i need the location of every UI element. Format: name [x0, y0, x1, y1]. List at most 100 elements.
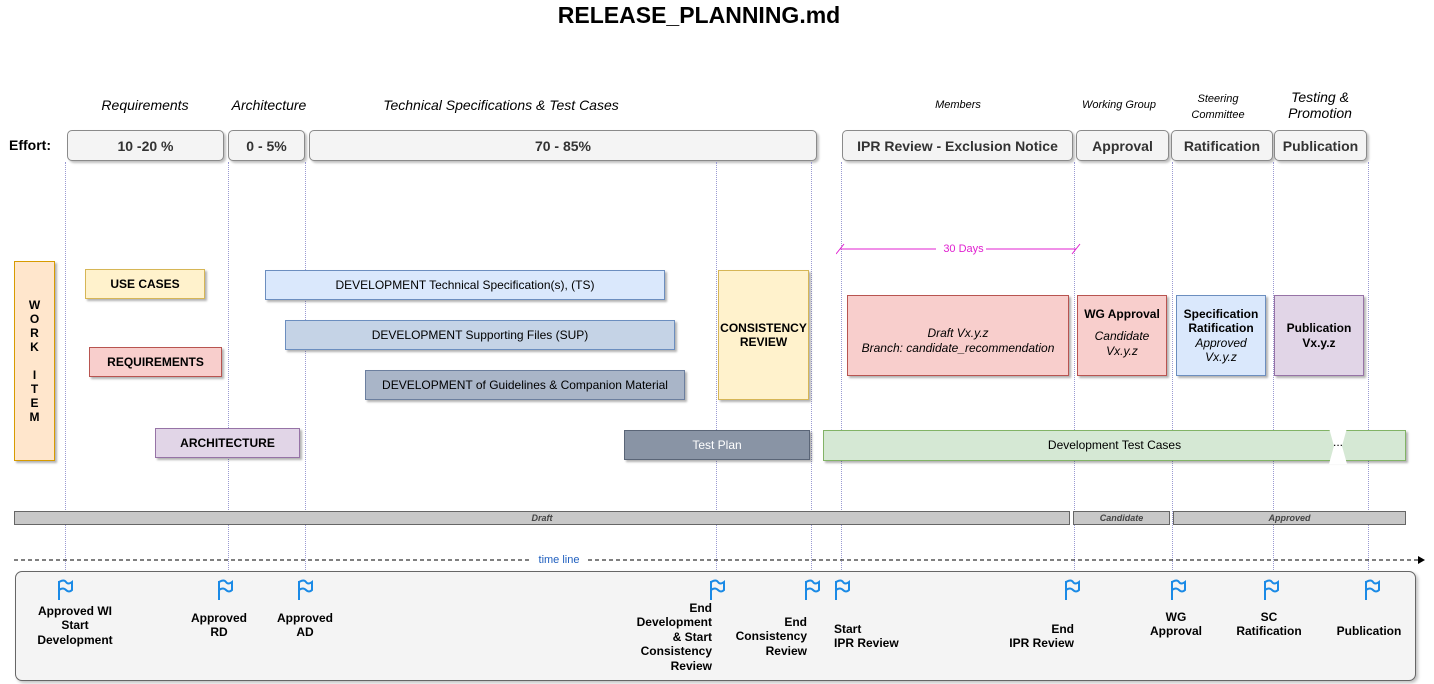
- dev-technical-specification-box: DEVELOPMENT Technical Specification(s), …: [265, 270, 665, 300]
- guide-line: [1074, 162, 1075, 570]
- use-cases-box: USE CASES: [85, 269, 205, 299]
- page-title: RELEASE_PLANNING.md: [557, 2, 841, 28]
- phase-technical-specifications: Technical Specifications & Test Cases: [383, 97, 619, 113]
- flag-icon: [298, 579, 313, 600]
- milestone-approved-rd: Approved RD: [184, 611, 254, 640]
- effort-publication: Publication: [1274, 130, 1367, 161]
- effort-requirements: 10 -20 %: [67, 130, 224, 161]
- work-item-letter: I: [32, 368, 37, 382]
- milestone-end-consistency-review: End Consistency Review: [717, 615, 807, 658]
- break-marker: [1329, 428, 1347, 464]
- milestone-line: Review: [765, 643, 807, 658]
- guide-line: [1172, 162, 1173, 570]
- guide-line: [1368, 162, 1369, 570]
- spec-ratification-box: Specification Ratification Approved Vx.y…: [1176, 295, 1266, 376]
- flag-icon: [1065, 579, 1080, 600]
- thirty-days-arrow: [836, 243, 1081, 255]
- flag-icon: [58, 579, 73, 600]
- publication-title: Publication: [1286, 321, 1352, 336]
- milestone-line: Ratification: [1236, 624, 1302, 639]
- work-item-letter: W: [28, 298, 41, 312]
- guide-line: [841, 162, 842, 570]
- status-approved: Approved: [1173, 511, 1406, 525]
- timeline-label: time line: [532, 554, 586, 566]
- milestone-sc-ratification: SC Ratification: [1229, 610, 1309, 639]
- milestone-line: End: [1051, 622, 1074, 636]
- work-item-letter: O: [29, 312, 40, 326]
- milestone-line: RD: [210, 625, 228, 640]
- dev-supporting-files-box: DEVELOPMENT Supporting Files (SUP): [285, 320, 675, 350]
- wg-approval-box: WG Approval Candidate Vx.y.z: [1077, 295, 1167, 376]
- milestone-approved-wi: Approved WI Start Development: [25, 604, 125, 647]
- draft-branch: Branch: candidate_recommendation: [861, 340, 1055, 355]
- milestone-line: Start: [61, 618, 89, 633]
- guide-line: [228, 162, 229, 570]
- flag-icon: [1171, 579, 1186, 600]
- spec-ratification-sub: Vx.y.z: [1205, 349, 1237, 364]
- status-draft: Draft: [14, 511, 1070, 525]
- phase-members: Members: [935, 99, 981, 111]
- phase-requirements: Requirements: [101, 97, 189, 113]
- dev-guidelines-box: DEVELOPMENT of Guidelines & Companion Ma…: [365, 370, 685, 400]
- flag-icon: [835, 579, 850, 600]
- publication-box: Publication Vx.y.z: [1274, 295, 1364, 376]
- milestone-line: Consistency: [640, 644, 712, 659]
- timeline-arrow: [14, 556, 1425, 564]
- effort-ratification: Ratification: [1171, 130, 1273, 161]
- milestone-line: Consistency: [735, 629, 807, 644]
- test-plan-box: Test Plan: [624, 430, 810, 460]
- status-candidate: Candidate: [1073, 511, 1170, 525]
- flag-icon: [1365, 579, 1380, 600]
- milestone-publication: Publication: [1329, 624, 1409, 638]
- milestone-approved-ad: Approved AD: [270, 611, 340, 640]
- milestone-line: AD: [296, 625, 314, 640]
- architecture-box: ARCHITECTURE: [155, 428, 300, 458]
- phase-architecture: Architecture: [231, 97, 307, 113]
- flag-icon: [1264, 579, 1279, 600]
- effort-architecture: 0 - 5%: [228, 130, 305, 161]
- guide-line: [716, 162, 717, 570]
- guide-line: [305, 162, 306, 570]
- guide-line: [1273, 162, 1274, 570]
- milestone-line: Approved WI: [38, 604, 112, 618]
- consistency-review-box: CONSISTENCY REVIEW: [718, 270, 809, 400]
- milestone-line: Development: [37, 632, 113, 647]
- phase-working-group: Working Group: [1082, 99, 1156, 111]
- requirements-box: REQUIREMENTS: [89, 347, 222, 377]
- wg-approval-title: WG Approval: [1084, 307, 1160, 321]
- milestone-line: Start: [834, 622, 862, 636]
- work-item-box: W O R K I T E M: [14, 261, 55, 461]
- phase-testing-promotion: Testing & Promotion: [1288, 89, 1352, 121]
- spec-ratification-title: Specification: [1183, 306, 1259, 321]
- phase-steering-committee: Steering Committee: [1191, 93, 1245, 121]
- milestone-line: WG: [1165, 610, 1187, 624]
- milestone-end-development: End Development & Start Consistency Revi…: [622, 601, 712, 673]
- draft-version: Draft Vx.y.z: [927, 326, 989, 341]
- guide-line: [65, 162, 66, 570]
- milestone-line: SC: [1260, 610, 1278, 624]
- work-item-letter: E: [30, 396, 39, 410]
- effort-approval: Approval: [1076, 130, 1169, 161]
- wg-approval-sub: Vx.y.z: [1106, 343, 1138, 358]
- spec-ratification-title: Ratification: [1188, 321, 1254, 336]
- flag-icon: [218, 579, 233, 600]
- milestone-line: Publication: [1336, 624, 1402, 638]
- milestone-line: & Start: [672, 629, 712, 644]
- dev-test-cases-box: Development Test Cases: [823, 430, 1406, 461]
- ellipsis: ...: [1332, 435, 1343, 449]
- milestone-line: Approved: [190, 611, 247, 625]
- effort-label: Effort:: [9, 137, 51, 153]
- draft-box: Draft Vx.y.z Branch: candidate_recommend…: [847, 295, 1069, 376]
- milestone-end-ipr-review: End IPR Review: [984, 622, 1074, 651]
- milestone-line: End: [689, 601, 712, 615]
- publication-version: Vx.y.z: [1302, 335, 1336, 350]
- spec-ratification-sub: Approved: [1195, 335, 1247, 350]
- work-item-letter: R: [30, 326, 39, 340]
- milestone-line: Approved: [276, 611, 333, 625]
- milestone-line: Review: [670, 658, 712, 673]
- wg-approval-sub: Candidate: [1094, 329, 1150, 344]
- consistency-review-line: CONSISTENCY: [720, 320, 807, 335]
- milestone-line: Development: [636, 615, 712, 630]
- guide-line: [811, 162, 812, 570]
- milestone-line: IPR Review: [1009, 636, 1074, 651]
